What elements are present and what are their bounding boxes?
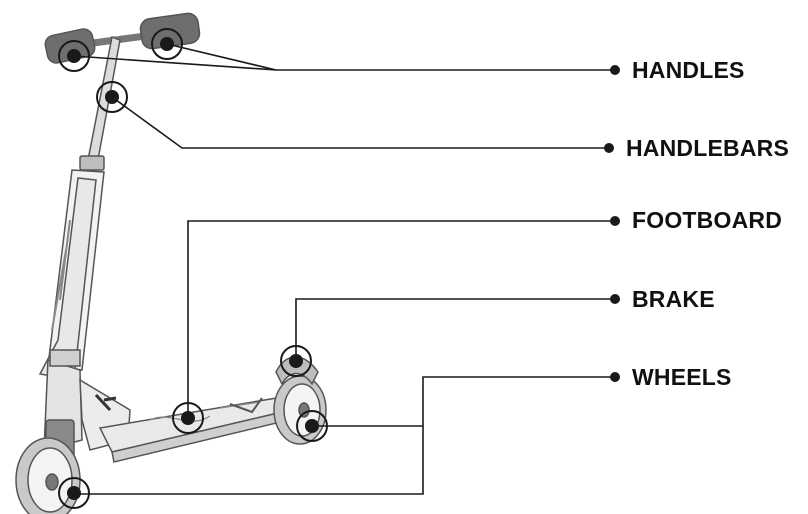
front-wheel-callout	[58, 477, 90, 509]
handles-bullet	[610, 65, 620, 75]
footboard-label: FOOTBOARD	[632, 207, 783, 233]
height-clamp	[79, 155, 105, 171]
wheels-bullet	[610, 372, 620, 382]
brake-bullet	[610, 294, 620, 304]
wheels-label: WHEELS	[632, 364, 732, 390]
brake-label: BRAKE	[632, 286, 715, 312]
label-bullets	[604, 65, 620, 382]
handlebars-leader	[111, 96, 607, 149]
brake-leader	[295, 298, 613, 361]
leader-lines	[73, 43, 613, 495]
footboard-bullet	[610, 216, 620, 226]
wheels-leader	[74, 376, 612, 495]
front-wheel	[15, 437, 81, 514]
rear-brake-fender	[275, 356, 319, 386]
handles-leader-right	[166, 43, 277, 71]
handlebars-label: HANDLEBARS	[626, 135, 789, 161]
handles-label: HANDLES	[632, 57, 745, 83]
handles-leader	[73, 55, 613, 71]
handlebars-bullet	[604, 143, 614, 153]
scooter-illustration	[15, 12, 327, 514]
footboard-leader	[187, 220, 613, 418]
